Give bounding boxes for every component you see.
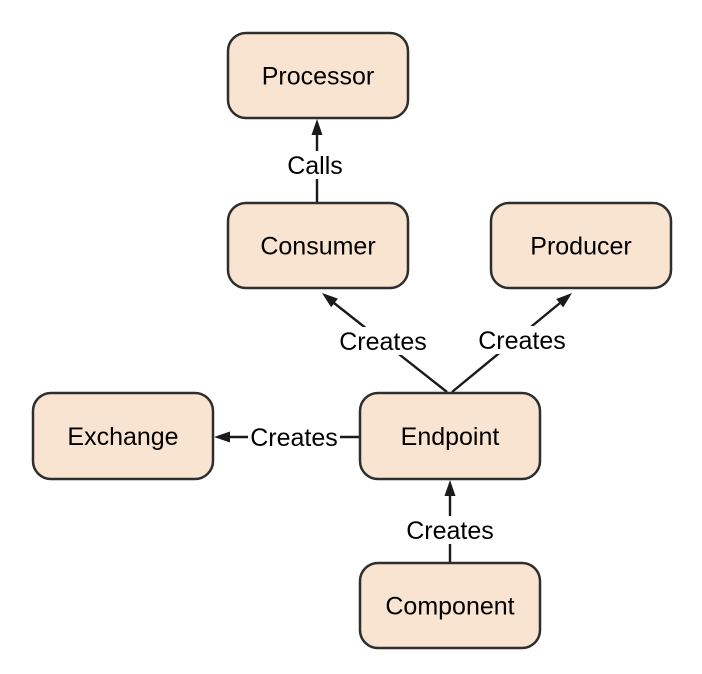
edge-label-creates-endpoint-bg [404,516,496,544]
node-endpoint: Endpoint [358,391,542,481]
edge-consumer-calls-processor-arrowhead-icon [311,119,323,135]
node-component: Component [358,561,542,650]
edge-endpoint-creates-exchange-arrowhead-icon [214,431,230,443]
edge-label-calls-bg [284,151,346,179]
node-exchange-box [31,391,215,481]
node-producer: Producer [489,201,673,290]
node-consumer-label: Consumer [260,233,375,261]
edge-label-creates-producer-bg [476,326,568,354]
edge-label-calls: Calls [284,151,346,180]
edge-label-creates-producer-text: Creates [478,327,566,355]
node-component-box [358,561,542,650]
edge-label-creates-exchange: Creates [248,423,340,452]
node-producer-box [489,201,673,290]
node-exchange-label: Exchange [67,423,178,451]
nodes: Processor Consumer Producer Exchange End… [31,31,673,650]
node-exchange: Exchange [31,391,215,481]
edge-endpoint-creates-producer-arrowhead-icon [556,293,572,308]
node-consumer-box [226,201,410,290]
edge-label-creates-consumer: Creates [337,327,429,356]
node-processor: Processor [226,31,410,120]
node-processor-box [226,31,410,120]
edge-label-creates-consumer-text: Creates [339,328,427,356]
edge-label-creates-endpoint-text: Creates [406,517,494,545]
node-component-label: Component [385,593,514,621]
edge-component-creates-endpoint-arrowhead-icon [444,480,456,496]
edge-label-creates-endpoint: Creates [404,516,496,545]
node-processor-label: Processor [262,63,375,91]
node-endpoint-box [358,391,542,481]
node-producer-label: Producer [530,233,631,261]
edge-label-creates-exchange-text: Creates [250,424,338,452]
edge-label-creates-producer: Creates [476,326,568,355]
node-endpoint-label: Endpoint [401,423,500,451]
edge-labels: Calls Creates Creates Creates Creates [248,151,568,545]
edge-label-calls-text: Calls [287,152,343,180]
node-consumer: Consumer [226,201,410,290]
edge-endpoint-creates-consumer-arrowhead-icon [322,293,338,308]
edge-label-creates-consumer-bg [337,327,429,355]
edge-label-creates-exchange-bg [248,423,340,451]
